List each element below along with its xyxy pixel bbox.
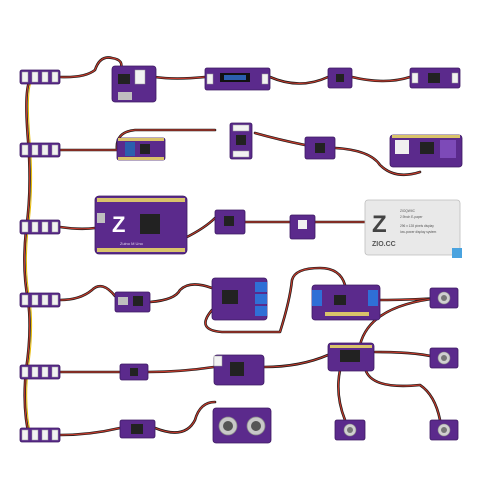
sensor-module-row3-b — [289, 214, 316, 240]
connector-module-row2 — [229, 122, 253, 160]
sensor-module-small-1 — [327, 67, 353, 89]
hub-row-2 — [19, 142, 61, 158]
button-module-1 — [429, 287, 459, 309]
oled-display-module — [204, 67, 271, 91]
sensor-module-row3-a — [214, 209, 246, 235]
ultrasonic-sensor-module — [212, 407, 272, 444]
row6-cable — [58, 400, 217, 437]
uno-board: Z Zuino M Uno — [94, 195, 188, 255]
row4-cable — [58, 266, 442, 334]
epaper-line4: low-power display system — [400, 230, 437, 234]
left-hub-column — [19, 69, 61, 443]
trunk-cable — [23, 78, 33, 442]
microcontroller-strip-module — [116, 137, 166, 161]
epaper-display-module: Z ZIO.CC ZIOQWIIC 2.9inch E-paper 296 x … — [364, 199, 462, 258]
hub-row-3 — [19, 219, 61, 235]
sensor-module-wide-1 — [409, 67, 461, 89]
row1-cable — [58, 56, 412, 85]
hub-row-6 — [19, 427, 61, 443]
sensor-module-row5-a — [119, 363, 149, 381]
epaper-line2: 2.9inch E-paper — [400, 215, 423, 219]
epaper-line3: 296 x 128 pixels display — [400, 224, 434, 228]
hub-row-1 — [19, 69, 61, 85]
hub-row-5 — [19, 364, 61, 380]
multiplexer-module — [327, 342, 375, 372]
epaper-line1: ZIOQWIIC — [400, 209, 416, 213]
epaper-brand: ZIO.CC — [372, 241, 396, 248]
small-usb-module — [114, 291, 151, 313]
uno-label: Zuino M Uno — [120, 241, 144, 246]
motor-driver-module — [211, 277, 268, 321]
esp-dev-board — [389, 134, 463, 168]
hub-row-4 — [19, 292, 61, 308]
usb-power-module — [111, 65, 157, 103]
sensor-module-row5-b — [213, 354, 265, 386]
sensor-module-small-2 — [304, 136, 336, 160]
servo-driver-module — [311, 284, 381, 321]
uno-logo: Z — [112, 212, 125, 237]
sensor-module-row6-a — [119, 419, 156, 439]
button-module-2 — [429, 347, 459, 369]
epaper-logo: Z — [372, 211, 387, 238]
button-module-4 — [429, 419, 459, 441]
button-module-3 — [334, 419, 366, 441]
